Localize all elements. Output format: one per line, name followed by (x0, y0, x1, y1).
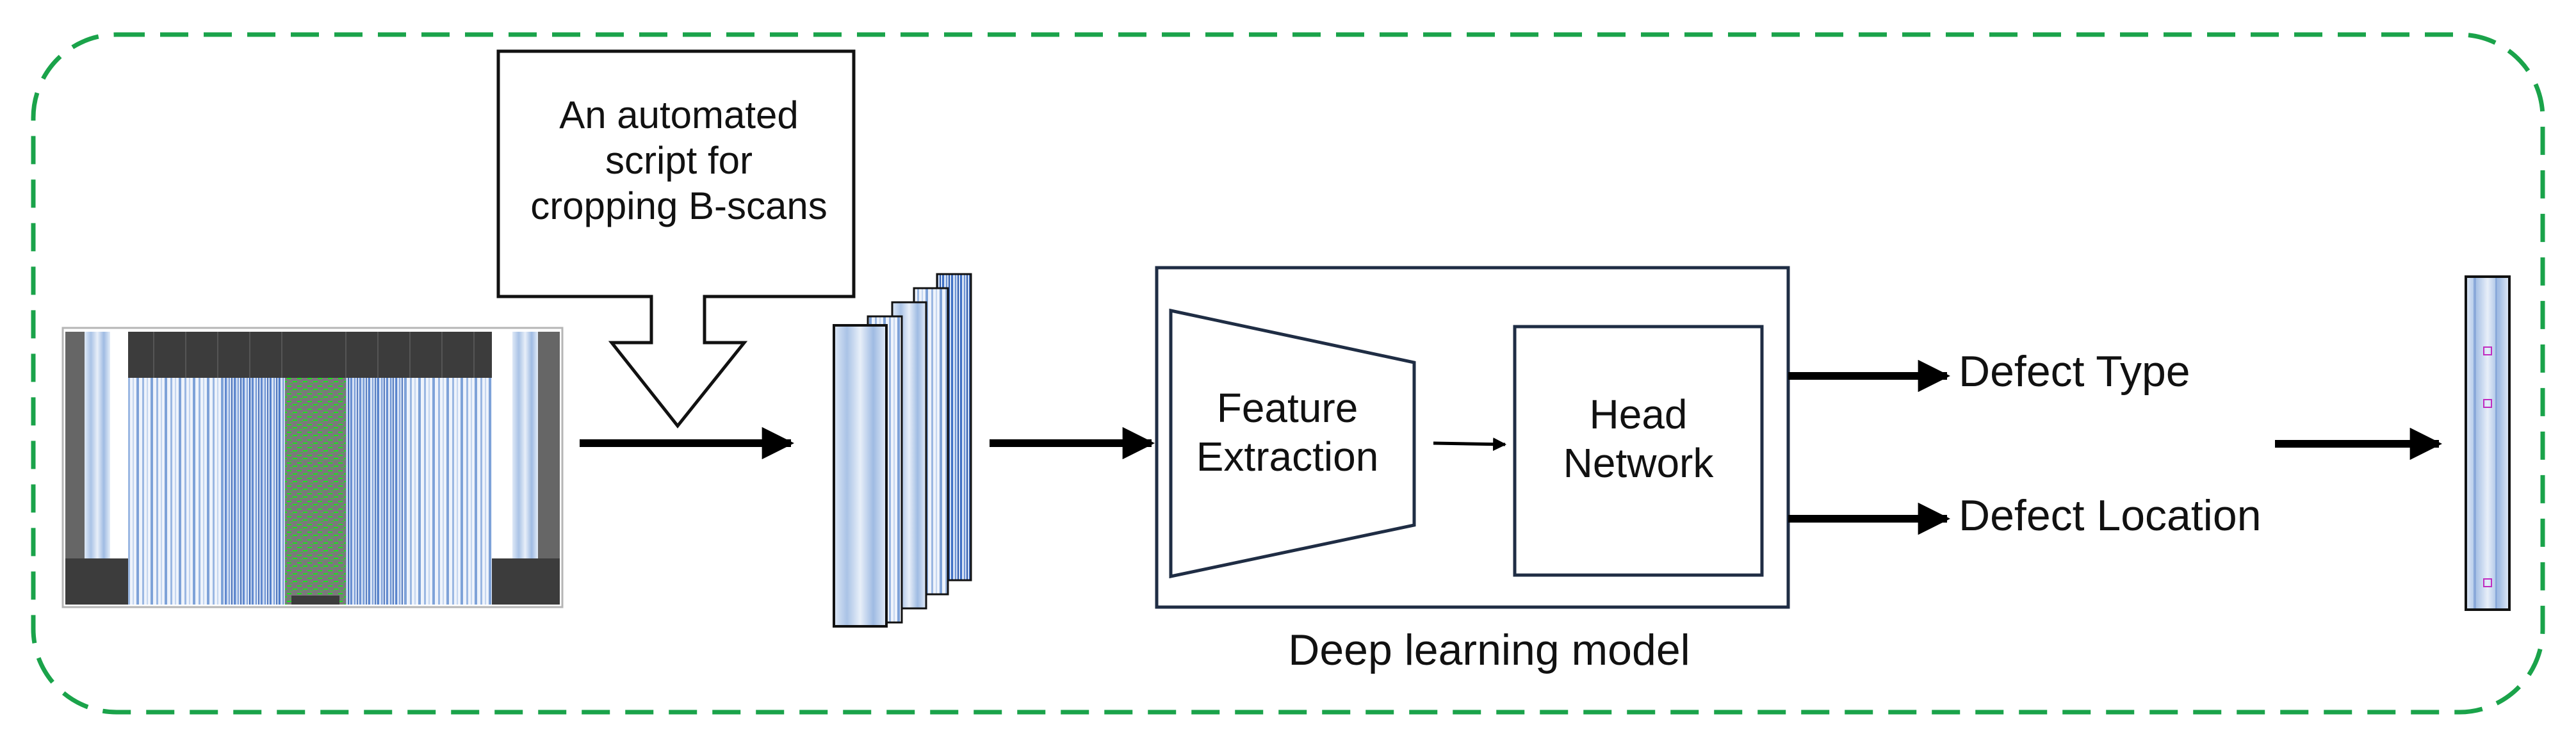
feature-label-line: Feature (1216, 385, 1358, 431)
head-label-line: Network (1563, 439, 1714, 486)
feature-extraction-label: Feature Extraction (1185, 384, 1390, 481)
model-caption: Deep learning model (1288, 626, 1690, 674)
callout-line: cropping B-scans (530, 184, 827, 227)
cropped-bscans-stack (833, 273, 972, 628)
arrow-feature-to-head (1433, 437, 1507, 451)
annotated-result-bscan (2465, 275, 2511, 611)
dashed-frame (31, 32, 2545, 715)
head-network-block (1513, 325, 1764, 577)
feature-label-line: Extraction (1196, 433, 1379, 480)
feature-extraction-block (1169, 308, 1416, 579)
defect-type-label: Defect Type (1959, 347, 2190, 396)
script-callout-shape (496, 49, 856, 429)
head-label-line: Head (1589, 391, 1688, 437)
raw-bscan-image (61, 327, 564, 608)
defect-marker (2483, 346, 2492, 355)
defect-marker (2483, 578, 2492, 587)
callout-line: An automated (559, 94, 799, 136)
head-network-label: Head Network (1517, 391, 1760, 487)
callout-line: script for (605, 138, 753, 182)
defect-location-label: Defect Location (1959, 491, 2262, 540)
defect-marker (2483, 399, 2492, 408)
callout-text: An automated script for cropping B-scans (506, 93, 852, 229)
